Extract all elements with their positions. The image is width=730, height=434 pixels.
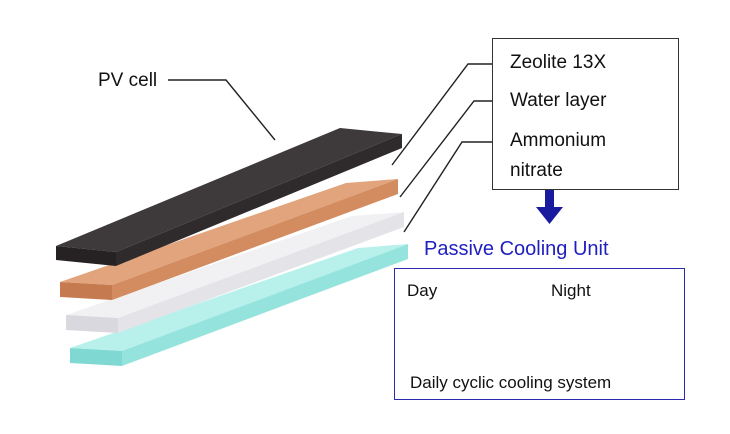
pv-cell-label: PV cell	[98, 70, 158, 91]
cooling-unit-title: Passive Cooling Unit	[424, 238, 609, 260]
cooling-caption: Daily cyclic cooling system	[410, 373, 612, 392]
down-arrow-icon	[536, 190, 563, 224]
nitrate-label: nitrate	[510, 160, 563, 181]
water-layer	[66, 212, 404, 333]
cooling-unit-box: Day Night Daily cyclic cooling system	[394, 268, 685, 400]
pv-cell-leader	[168, 79, 276, 141]
night-label: Night	[551, 281, 591, 300]
water-layer-label: Water layer	[510, 90, 607, 111]
ammonium-nitrate-layer	[70, 244, 408, 366]
pv-cell-layer	[56, 128, 402, 266]
ammonium-label: Ammonium	[510, 130, 607, 151]
water-leader	[399, 100, 492, 198]
day-label: Day	[407, 281, 438, 300]
zeolite-leader	[391, 63, 492, 166]
zeolite-layer	[60, 179, 398, 300]
ammonium-leader	[403, 141, 492, 233]
layer-legend-box: Zeolite 13X Water layer Ammonium nitrate	[492, 38, 679, 190]
zeolite-label: Zeolite 13X	[510, 52, 607, 73]
